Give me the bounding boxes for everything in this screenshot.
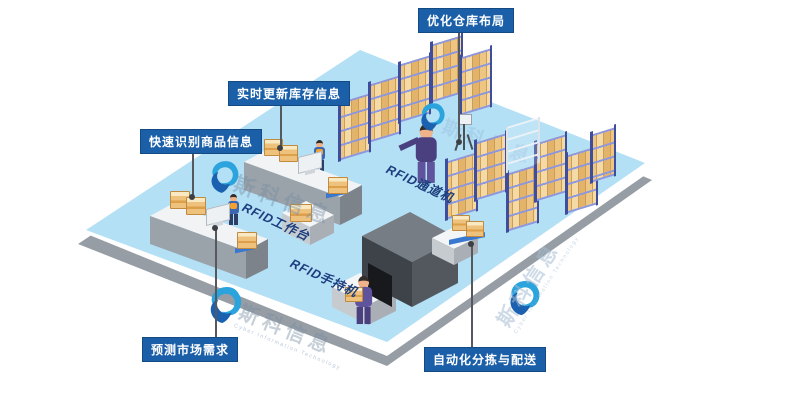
shelf-rack [474,132,507,202]
leader-line [192,150,194,197]
callout-realtime-inventory: 实时更新库存信息 [228,81,351,106]
leader-dot [468,241,474,247]
cardboard-box [466,221,484,237]
brand-swirl-logo-icon [211,161,239,193]
cardboard-box [186,197,206,215]
cardboard-box [345,287,363,302]
leader-dot [277,145,283,151]
callout-auto-sorting: 自动化分拣与配送 [424,347,547,372]
callout-optimize-layout: 优化仓库布局 [418,8,515,33]
leader-dot [189,194,195,200]
leader-line [280,102,282,148]
callout-quick-identify: 快速识别商品信息 [140,129,263,154]
desk-monitor [296,151,324,178]
leader-dot [456,139,462,145]
brand-swirl-logo-icon [421,103,445,131]
cardboard-box [237,232,257,249]
shelf-rack [368,74,401,144]
rfid-reader-tripod [452,114,474,152]
shelf-rack [459,47,492,117]
leader-line [471,246,473,347]
warehouse-worker [398,124,439,185]
leader-dot [212,225,218,231]
brand-swirl-logo-icon [510,280,540,316]
cardboard-box [279,145,298,162]
callout-predict-demand: 预测市场需求 [142,337,239,362]
leader-line [215,229,217,337]
cardboard-box [290,204,312,222]
desk-monitor [204,203,232,230]
shelf-rack [590,127,616,183]
warehouse-worker [226,194,240,226]
leader-line [458,29,460,141]
cardboard-box [328,177,348,194]
